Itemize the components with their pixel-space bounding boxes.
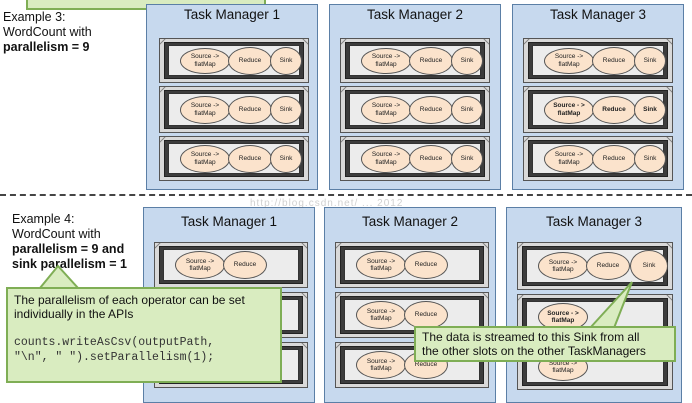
callout-right-line2: the other slots on the other TaskManager… (422, 344, 646, 358)
ex3-task-manager-3: Task Manager 3 Source -> flatMap Reduce … (512, 4, 684, 190)
source-flatmap-operator: Source -> flatMap (361, 95, 411, 124)
ex3-tm1-slot-2: Source -> flatMap Reduce Sink (159, 86, 309, 133)
ex3-tm3-slot-1: Source -> flatMap Reduce Sink (523, 38, 673, 83)
source-flatmap-operator: Source -> flatMap (356, 301, 406, 329)
sink-operator: Sink (451, 46, 483, 75)
sink-operator: Sink (451, 144, 483, 173)
code-line1: counts.writeAsCsv(outputPath, (14, 336, 215, 349)
ex3-tm2-slot-3: Source -> flatMap Reduce Sink (340, 136, 490, 181)
ex3-task-manager-1: Task Manager 1 Source -> flatMap Reduce … (146, 4, 318, 190)
ex4-tm1-title: Task Manager 1 (180, 214, 278, 229)
ex3-task-manager-2: Task Manager 2 Source -> flatMap Reduce … (329, 4, 501, 190)
example3-line2: WordCount with (3, 25, 92, 39)
reduce-operator: Reduce (409, 95, 453, 124)
reduce-operator: Reduce (228, 46, 272, 75)
source-flatmap-operator: Source -> flatMap (361, 47, 411, 74)
ex4-tm3-slot-1: Source -> flatMap Reduce Sink (517, 242, 673, 290)
reduce-operator: Reduce (592, 144, 636, 173)
source-flatmap-operator: Source -> flatMap (180, 144, 230, 173)
source-flatmap-operator: Source -> flatMap (361, 144, 411, 173)
reduce-operator: Reduce (592, 95, 636, 124)
example3-label: Example 3: WordCount with parallelism = … (3, 10, 92, 55)
reduce-operator: Reduce (228, 95, 272, 124)
ex4-tm2-slot-2: Source -> flatMap Reduce (335, 292, 489, 338)
ex3-tm2-slot-2: Source -> flatMap Reduce Sink (340, 86, 490, 133)
ex3-tm1-slot-1: Source -> flatMap Reduce Sink (159, 38, 309, 83)
right-callout-pointer (587, 281, 633, 329)
operator-parallelism-callout: The parallelism of each operator can be … (6, 287, 282, 383)
ex4-tm1-slot-1: Source -> flatMap Reduce (154, 242, 308, 288)
sink-operator: Sink (270, 144, 302, 173)
reduce-operator: Reduce (223, 251, 267, 279)
reduce-operator: Reduce (586, 252, 630, 280)
section-divider (0, 194, 692, 196)
sink-operator: Sink (634, 144, 666, 173)
example4-line3: parallelism = 9 and (12, 242, 125, 256)
ex4-task-manager-3: Task Manager 3 Source -> flatMap Reduce … (506, 207, 682, 403)
ex3-tm2-title: Task Manager 2 (366, 7, 464, 22)
ex3-tm2-slot-1: Source -> flatMap Reduce Sink (340, 38, 490, 83)
reduce-operator: Reduce (404, 251, 448, 279)
sink-operator: Sink (634, 46, 666, 75)
reduce-operator: Reduce (228, 144, 272, 173)
left-callout-pointer (37, 264, 81, 289)
sink-operator: Sink (270, 46, 302, 75)
source-flatmap-operator: Source -> flatMap (544, 144, 594, 173)
callout-left-text-line1: The parallelism of each operator can be … (14, 293, 245, 307)
ex3-tm3-title: Task Manager 3 (549, 7, 647, 22)
source-flatmap-operator: Source -> flatMap (180, 95, 230, 124)
source-flatmap-operator: Source -> flatMap (180, 47, 230, 74)
ex4-tm2-slot-1: Source -> flatMap Reduce (335, 242, 489, 288)
source-flatmap-operator: Source -> flatMap (538, 252, 588, 280)
example3-line1: Example 3: (3, 10, 66, 24)
sink-operator: Sink (451, 95, 483, 124)
sink-stream-callout: The data is streamed to this Sink from a… (414, 326, 676, 362)
ex3-tm1-title: Task Manager 1 (183, 7, 281, 22)
source-flatmap-operator: Source -> flatMap (175, 251, 225, 279)
ex3-tm1-slot-3: Source -> flatMap Reduce Sink (159, 136, 309, 181)
reduce-operator: Reduce (404, 301, 448, 329)
ex3-tm3-slot-3: Source -> flatMap Reduce Sink (523, 136, 673, 181)
sink-operator: Sink (634, 95, 666, 124)
callout-right-line1: The data is streamed to this Sink from a… (422, 330, 640, 344)
reduce-operator: Reduce (592, 46, 636, 75)
ex4-tm2-title: Task Manager 2 (361, 214, 459, 229)
ex3-tm3-slot-2: Source - > flatMap Reduce Sink (523, 86, 673, 133)
watermark-text: http://blog.csdn.net/ ... 2012 (250, 198, 404, 209)
sink-operator: Sink (630, 250, 668, 282)
example3-line3: parallelism = 9 (3, 40, 90, 54)
example4-label: Example 4: WordCount with parallelism = … (12, 212, 127, 272)
example4-line1: Example 4: (12, 212, 75, 226)
ex4-tm3-title: Task Manager 3 (545, 214, 643, 229)
example4-line4: sink parallelism = 1 (12, 257, 127, 271)
sink-operator: Sink (270, 95, 302, 124)
reduce-operator: Reduce (409, 144, 453, 173)
code-line2: "\n", " ").setParallelism(1); (14, 351, 215, 364)
callout-left-text-line2: individually in the APIs (14, 307, 134, 321)
source-flatmap-operator: Source -> flatMap (356, 251, 406, 279)
example4-line2: WordCount with (12, 227, 101, 241)
